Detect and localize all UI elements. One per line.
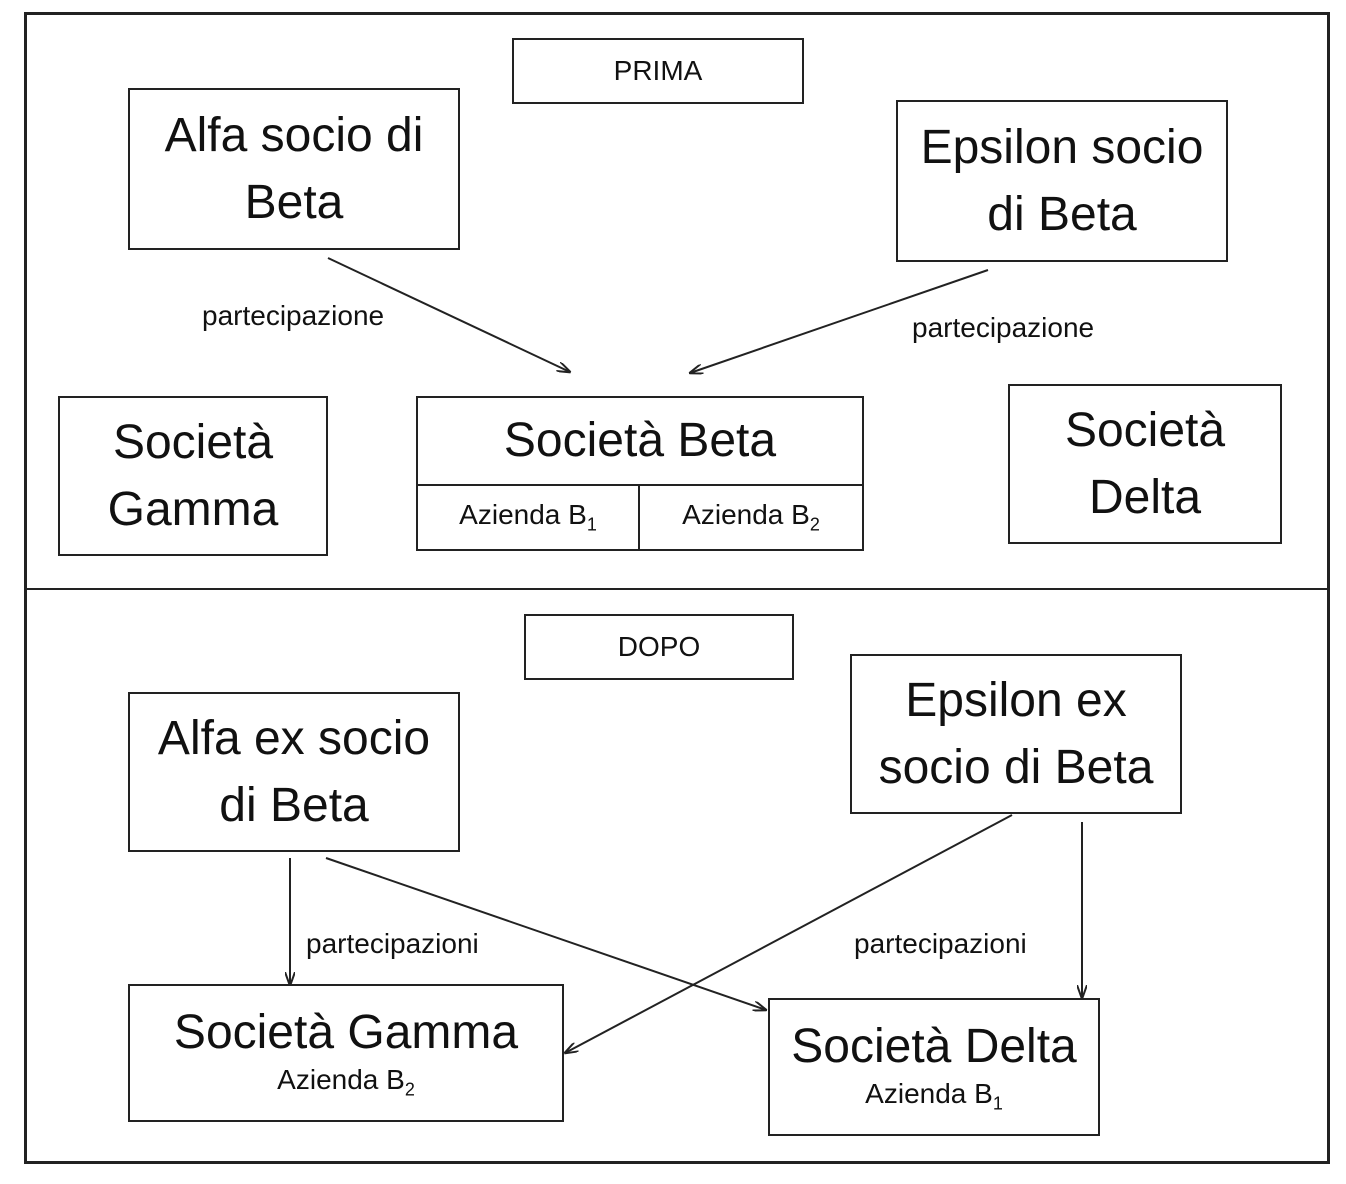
prima-epsilon-line2: di Beta [987,188,1137,241]
prima-label-left: partecipazione [202,300,385,331]
prima-beta-b2-cell: Azienda B2 [638,484,864,551]
prima-delta-line2: Delta [1088,471,1202,524]
prima-alfa-line2: Beta [244,176,344,229]
dopo-alfa-box: Alfa ex socio di Beta [128,692,460,852]
dopo-delta-title: Società Delta [791,1020,1077,1074]
prima-title: PRIMA [613,54,703,86]
prima-beta-box: Società Beta [416,396,864,486]
section-divider [24,588,1330,590]
dopo-title: DOPO [617,630,701,662]
dopo-alfa-line1: Alfa ex socio [157,711,431,765]
prima-epsilon-line1: Epsilon socio [920,120,1204,174]
prima-epsilon-box: Epsilon socio di Beta [896,100,1228,262]
prima-beta-b1-cell: Azienda B1 [416,484,640,551]
prima-beta-b1: Azienda B1 [459,499,597,535]
dopo-gamma-azienda: Azienda B2 [277,1063,415,1100]
prima-beta-title: Società Beta [503,414,777,468]
dopo-gamma-title: Società Gamma [173,1006,519,1060]
prima-delta-box: Società Delta [1008,384,1282,544]
prima-gamma-line1: Società [112,415,274,469]
dopo-title-box: DOPO [524,614,794,680]
prima-gamma-line2: Gamma [107,483,279,536]
dopo-alfa-line2: di Beta [219,779,369,832]
prima-beta-b2: Azienda B2 [682,499,820,535]
prima-alfa-box: Alfa socio di Beta [128,88,460,250]
dopo-delta-box: Società Delta Azienda B1 [768,998,1100,1136]
dopo-gamma-box: Società Gamma Azienda B2 [128,984,564,1122]
dopo-epsilon-box: Epsilon ex socio di Beta [850,654,1182,814]
dopo-delta-azienda: Azienda B1 [865,1077,1003,1114]
prima-delta-line1: Società [1064,403,1226,457]
dopo-epsilon-line2: socio di Beta [878,741,1154,794]
dopo-epsilon-line1: Epsilon ex [905,673,1127,727]
prima-label-right: partecipazione [912,312,1095,343]
prima-alfa-line1: Alfa socio di [164,108,424,162]
prima-gamma-box: Società Gamma [58,396,328,556]
dopo-label-left: partecipazioni [306,928,479,959]
prima-title-box: PRIMA [512,38,804,104]
dopo-label-right: partecipazioni [854,928,1027,959]
